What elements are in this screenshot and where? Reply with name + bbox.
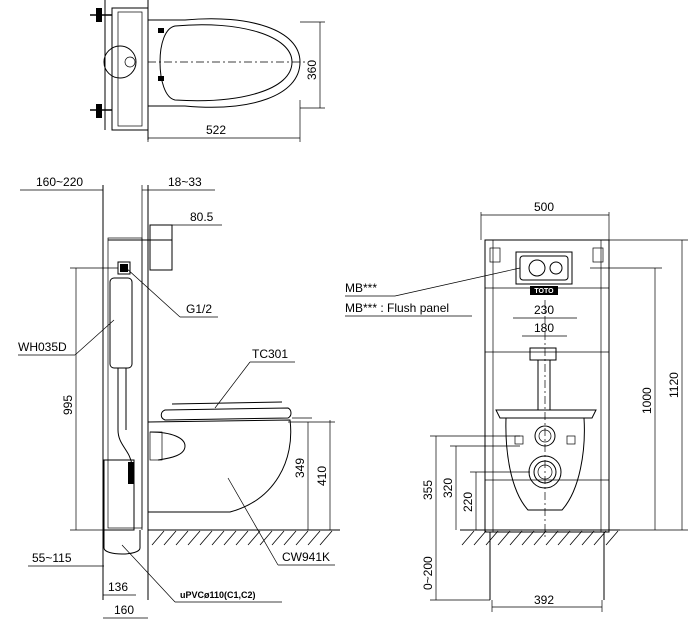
- label-inlet: G1/2: [186, 302, 212, 316]
- front-floor-hatch: [461, 530, 619, 546]
- logo-plate: [530, 286, 558, 295]
- front-dim-320: 320: [441, 478, 455, 498]
- front-view: TOTO: [345, 200, 688, 612]
- side-dim-pipe-offset: 55~115: [32, 551, 72, 565]
- side-dim-frame-depth: 18~33: [168, 175, 202, 189]
- side-dim-seat-349: 349: [293, 458, 307, 478]
- front-dim-width: 500: [534, 200, 554, 214]
- side-view: 160~220 18~33 80.5 G1/2 WH035D 995 TC301…: [18, 175, 340, 619]
- front-dim-355: 355: [421, 480, 435, 500]
- seat-front: [495, 409, 597, 419]
- top-dim-width: 522: [206, 123, 226, 137]
- front-dim-392: 392: [534, 593, 554, 607]
- cistern-body: [109, 277, 133, 369]
- label-pipe: uPVCø110(C1,C2): [180, 590, 256, 600]
- bowl-side: [147, 419, 292, 513]
- floor-hatch: [151, 530, 333, 546]
- side-dim-inlet-height: 995: [61, 395, 75, 415]
- front-dim-180: 180: [534, 321, 554, 335]
- seat-top-outline: [159, 24, 293, 102]
- frame-side: [107, 237, 143, 529]
- bracket-icon: [90, 8, 112, 118]
- front-dim-230: 230: [534, 303, 554, 317]
- side-dim-160: 160: [114, 603, 134, 617]
- front-dim-1120: 1120: [667, 372, 681, 398]
- label-bowl: CW941K: [282, 550, 330, 564]
- front-dim-1000: 1000: [640, 387, 654, 414]
- flush-button-large-icon: [528, 259, 546, 277]
- side-dim-seat-410: 410: [315, 466, 329, 486]
- front-dim-220: 220: [461, 492, 475, 512]
- side-dim-136: 136: [108, 580, 128, 594]
- drain-pipe-circle: [103, 45, 137, 79]
- top-view: 360 522: [90, 0, 325, 142]
- side-dim-inlet-offset: 80.5: [190, 210, 214, 224]
- frame-front: [484, 239, 610, 533]
- label-mb: MB***: [345, 281, 377, 295]
- front-dim-0-200: 0~200: [421, 556, 435, 590]
- flush-panel: [515, 251, 573, 285]
- bowl-top-outline: [148, 18, 301, 108]
- flush-button-small-icon: [549, 261, 563, 275]
- label-mb-flush-panel: MB*** : Flush panel: [345, 301, 449, 315]
- top-dim-depth: 360: [305, 60, 319, 80]
- seat-side: [160, 407, 292, 421]
- label-cistern: WH035D: [18, 340, 67, 354]
- side-dim-wall-gap: 160~220: [36, 175, 83, 189]
- logo: TOTO: [534, 288, 554, 295]
- label-seat: TC301: [252, 347, 288, 361]
- top-view-frame: [111, 7, 149, 131]
